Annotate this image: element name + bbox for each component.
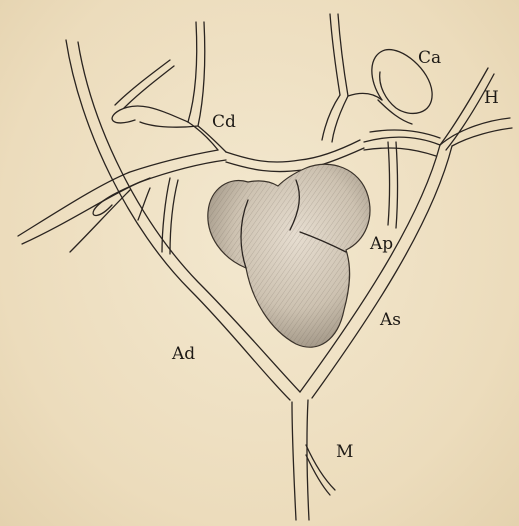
right-carotid-ca [322,14,432,142]
dorsal-aorta-m [292,400,335,520]
heart-hatching [208,164,370,347]
left-carotid-cd [112,22,226,152]
transverse-vessel [226,140,364,172]
left-lateral-vessels [18,150,226,254]
label-ad: Ad [172,346,195,363]
heart [208,164,370,347]
label-cd: Cd [212,114,236,131]
label-ap: Ap [370,236,393,253]
label-h: H [484,90,499,107]
label-as: As [380,312,401,329]
label-m: M [336,444,353,461]
label-ca: Ca [418,50,441,67]
